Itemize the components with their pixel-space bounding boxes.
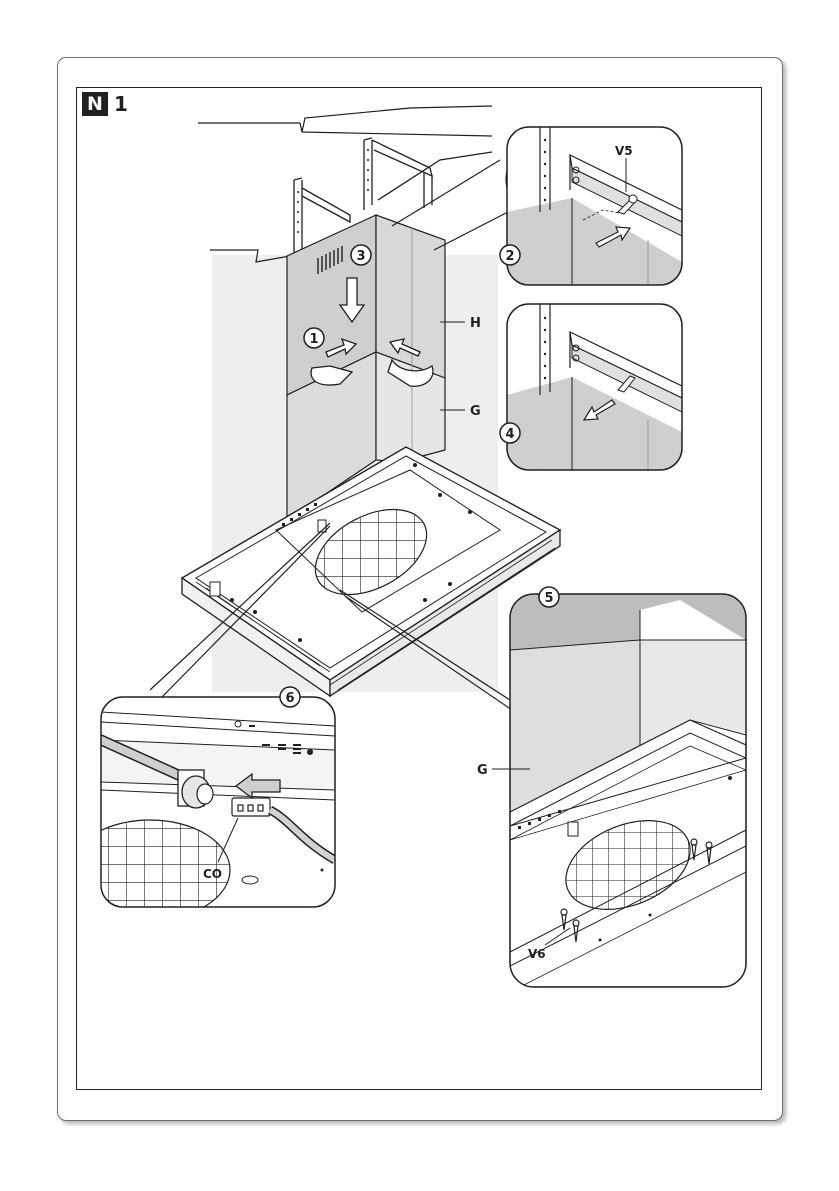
step-4-label: 4 (505, 427, 514, 442)
label-co: CO (203, 867, 222, 881)
ceiling-outline (198, 106, 492, 136)
detail-step-4: 4 (500, 304, 682, 470)
detail-step-2: V5 2 (500, 127, 682, 285)
step-2-label: 2 (505, 249, 514, 264)
detail-step-5: 5 G V6 (477, 587, 746, 987)
step-3-label: 3 (356, 249, 365, 264)
label-v5: V5 (615, 144, 633, 158)
label-g: G (470, 404, 481, 419)
step-badge-3: 3 (351, 245, 371, 265)
connector (232, 798, 270, 816)
step-badge-1: 1 (304, 328, 324, 348)
step-5-label: 5 (544, 591, 553, 606)
upper-chimney-right-face (376, 215, 445, 378)
step-1-label: 1 (309, 332, 318, 347)
label-h: H (470, 316, 481, 331)
main-scene: 1 3 H G (150, 106, 560, 710)
step-6-label: 6 (285, 691, 294, 706)
detail-step-6: 6 CO (70, 687, 335, 920)
label-v6: V6 (528, 947, 546, 961)
label-g-detail: G (477, 763, 488, 778)
